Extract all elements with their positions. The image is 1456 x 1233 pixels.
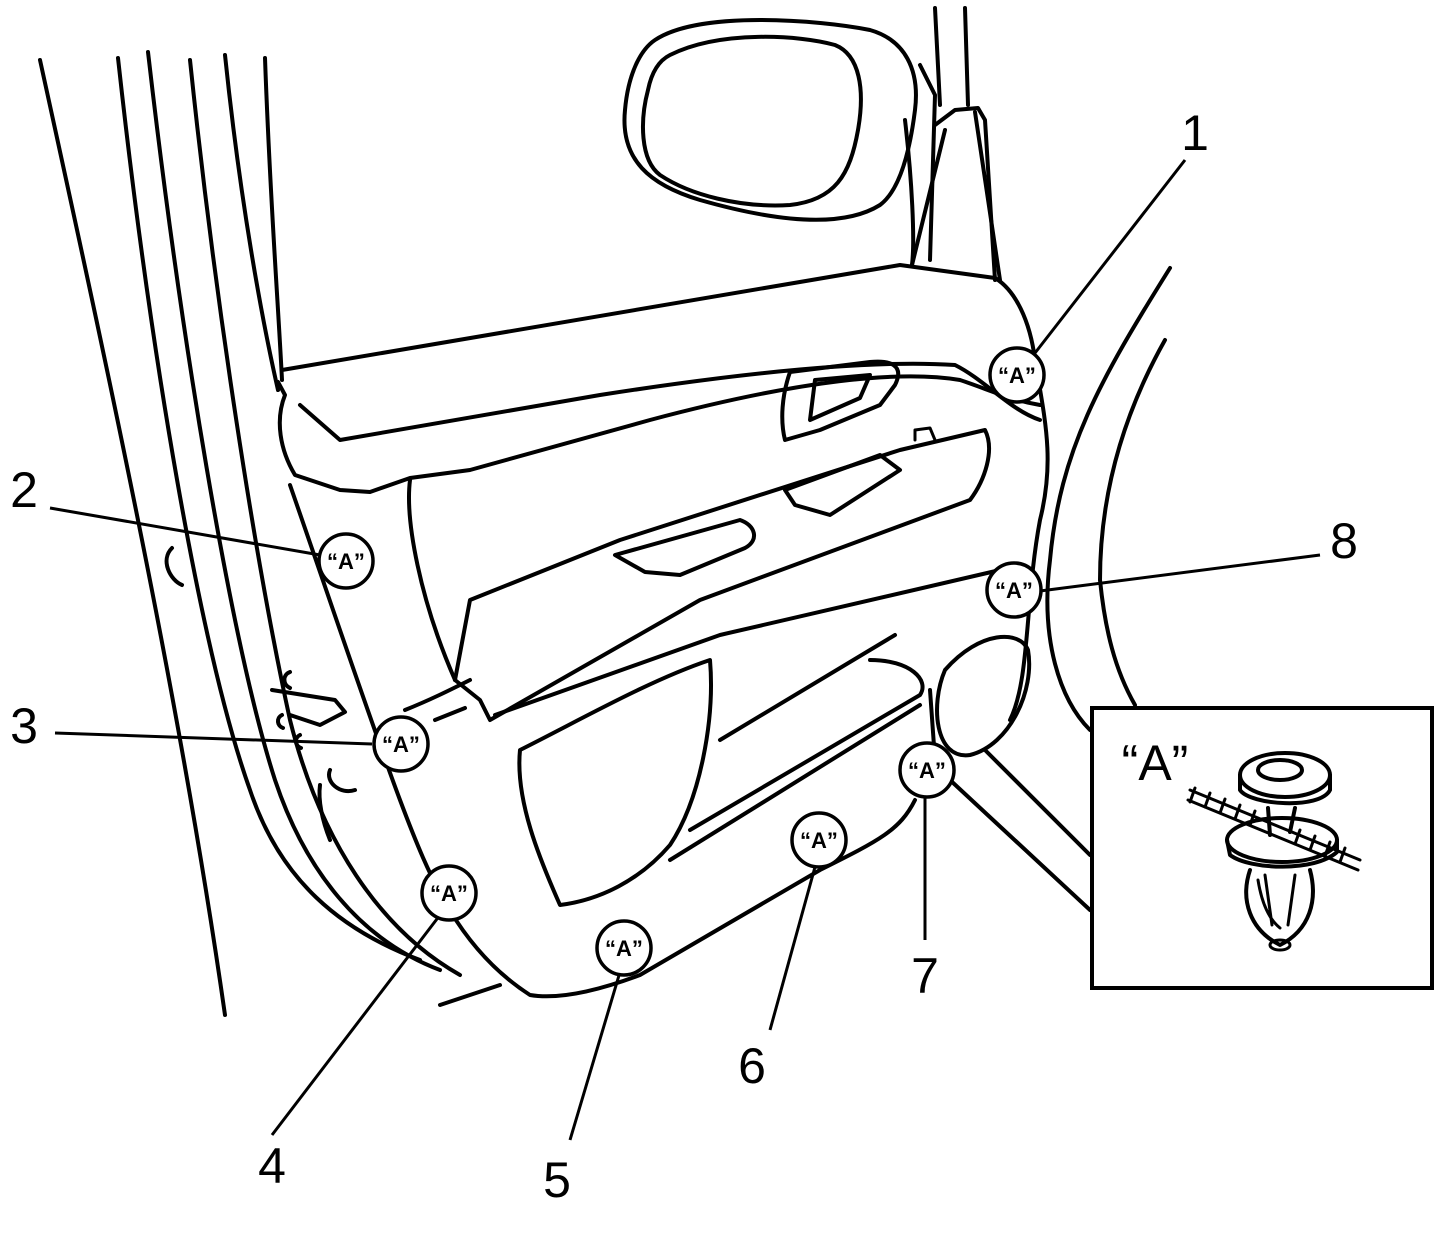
callout-3: “A” 3 bbox=[10, 698, 430, 773]
callout-7: “A” 7 bbox=[898, 741, 956, 1004]
callout-1: “A” 1 bbox=[988, 105, 1209, 404]
clip-label: “A” bbox=[605, 936, 643, 961]
inset-title: “A” bbox=[1122, 735, 1189, 791]
armrest-handle bbox=[613, 359, 937, 577]
frame-clip-marks bbox=[164, 546, 357, 842]
callout-number: 2 bbox=[10, 462, 38, 518]
side-mirror bbox=[622, 18, 937, 267]
leader-lines bbox=[49, 159, 1321, 1141]
clip-detail-inset: “A” bbox=[1090, 706, 1434, 990]
callout-number: 1 bbox=[1181, 105, 1209, 161]
callout-number: 6 bbox=[738, 1038, 766, 1094]
speaker-grille bbox=[928, 635, 1032, 762]
callout-number: 8 bbox=[1330, 513, 1358, 569]
clip-label: “A” bbox=[995, 578, 1033, 603]
callout-5: “A” 5 bbox=[543, 919, 653, 1208]
callout-8: “A” 8 bbox=[985, 513, 1358, 619]
window-frame bbox=[910, 6, 1002, 282]
callout-number: 5 bbox=[543, 1152, 571, 1208]
clip-label: “A” bbox=[908, 758, 946, 783]
clip-label: “A” bbox=[327, 549, 365, 574]
clip-label: “A” bbox=[998, 363, 1036, 388]
map-pocket bbox=[517, 633, 925, 907]
callout-6: “A” 6 bbox=[738, 811, 848, 1094]
clip-label: “A” bbox=[382, 732, 420, 757]
callout-number: 3 bbox=[10, 698, 38, 754]
callout-number: 7 bbox=[911, 948, 939, 1004]
callout-4: “A” 4 bbox=[258, 864, 478, 1194]
clip-label: “A” bbox=[430, 881, 468, 906]
push-clip-icon bbox=[1186, 751, 1362, 952]
body-sill-lines bbox=[438, 266, 1172, 1007]
door-frame-lines bbox=[38, 50, 462, 1017]
door-trim-panel bbox=[276, 263, 1050, 999]
callout-2: “A” 2 bbox=[10, 462, 375, 590]
clip-label: “A” bbox=[800, 828, 838, 853]
callout-number: 4 bbox=[258, 1138, 286, 1194]
